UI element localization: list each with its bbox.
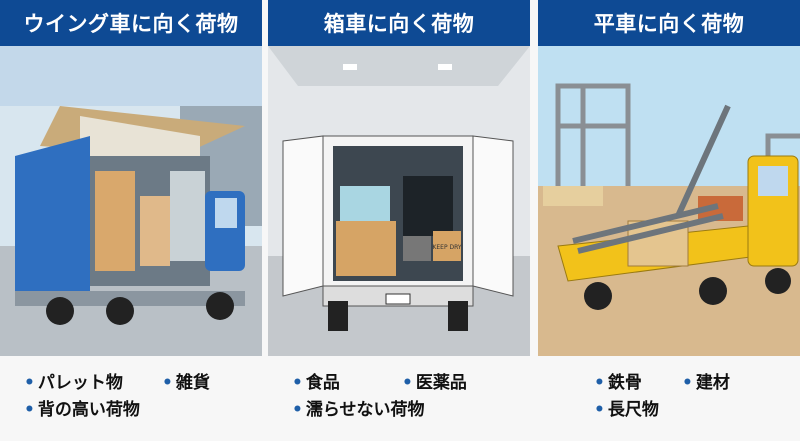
panel-flatbed-truck: 平車に向く荷物 鉄骨 建材 長尺物 xyxy=(538,0,800,441)
wing-truck-illustration xyxy=(0,46,262,356)
list-item: 濡らせない荷物 xyxy=(292,395,425,420)
panel-box-truck: 箱車に向く荷物 KEEP DRY 食品 医薬品 濡らせない荷物 xyxy=(268,0,530,441)
list-item: 鉄骨 xyxy=(594,368,642,393)
box-truck-illustration: KEEP DRY xyxy=(268,46,530,356)
box-label: KEEP DRY xyxy=(432,244,461,251)
panel-wing-truck: ウイング車に向く荷物 パレット物 雑貨 背の高い荷物 xyxy=(0,0,262,441)
panel-title: 箱車に向く荷物 xyxy=(268,0,530,46)
list-item: 雑貨 xyxy=(162,368,210,393)
list-item: 建材 xyxy=(682,368,730,393)
panel-title: ウイング車に向く荷物 xyxy=(0,0,262,46)
list-item: パレット物 xyxy=(24,368,123,393)
flatbed-truck-illustration xyxy=(538,46,800,356)
list-item: 背の高い荷物 xyxy=(24,395,140,420)
list-item: 長尺物 xyxy=(594,395,659,420)
list-item: 医薬品 xyxy=(402,368,467,393)
panel-title: 平車に向く荷物 xyxy=(538,0,800,46)
list-item: 食品 xyxy=(292,368,340,393)
